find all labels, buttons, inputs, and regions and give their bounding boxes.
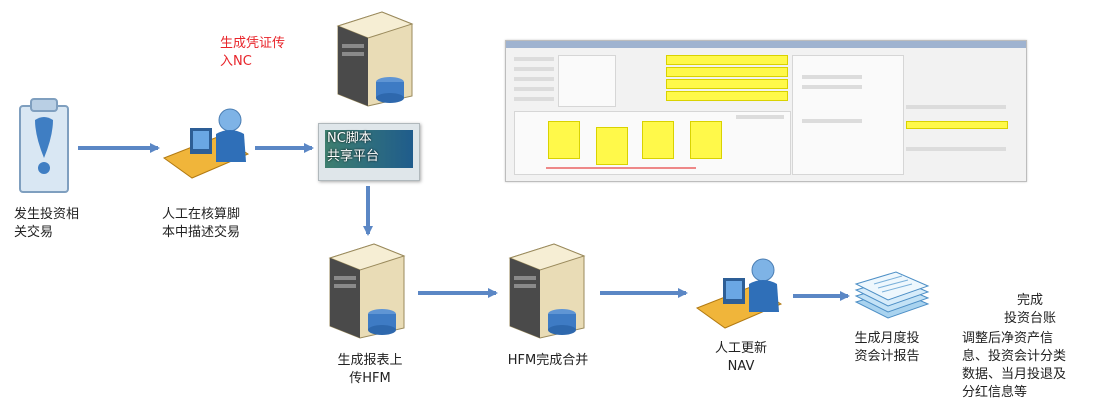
label-manual-script: 人工在核算脚 本中描述交易 — [162, 207, 241, 240]
server-icon — [508, 243, 586, 339]
label-report-upload: 生成报表上 传HFM — [337, 353, 403, 386]
platform-label: NC脚本 共享平台 — [327, 131, 380, 164]
clipboard-icon — [19, 98, 69, 193]
label-monthly-report: 生成月度投 资会计报告 — [854, 331, 920, 364]
person-at-desk-icon — [695, 258, 783, 329]
document-stack-icon — [854, 271, 930, 319]
label-generate-voucher: 生成凭证传 入NC — [220, 36, 286, 69]
label-trade: 发生投资相 关交易 — [14, 207, 80, 240]
label-manual-nav: 人工更新 NAV — [714, 341, 767, 374]
label-ledger-detail: 调整后净资产信 息、投资会计分类 数据、当月投退及 分红信息等 — [962, 331, 1067, 400]
server-icon — [328, 243, 406, 339]
person-at-desk-icon — [162, 108, 250, 179]
nc-script-platform: NC脚本 共享平台 — [318, 123, 420, 181]
server-icon — [336, 11, 414, 107]
form-screenshot — [505, 40, 1027, 182]
label-hfm-merge: HFM完成合并 — [507, 353, 589, 368]
label-ledger-title: 完成 投资台账 — [1003, 293, 1056, 326]
